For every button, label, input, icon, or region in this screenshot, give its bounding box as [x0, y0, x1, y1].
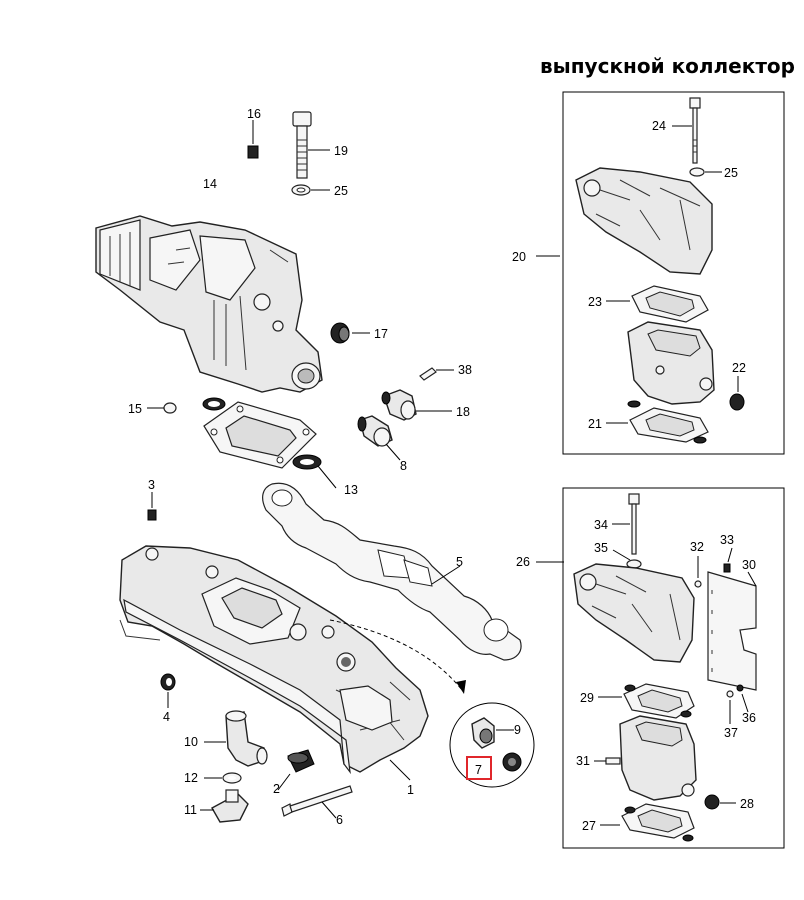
callout-10: 10 [184, 735, 198, 749]
callout-20: 20 [512, 250, 526, 264]
callout-30: 30 [742, 558, 756, 572]
callout-29: 29 [580, 691, 594, 705]
part-13-gasket [202, 397, 337, 489]
part-19-bolt [292, 111, 330, 179]
part-8-hose-fitting [357, 415, 401, 461]
callout-24: 24 [652, 119, 666, 133]
highlight-box-7 [466, 756, 492, 780]
callout-35: 35 [594, 541, 608, 555]
callout-17: 17 [374, 327, 388, 341]
callout-34: 34 [594, 518, 608, 532]
callout-3: 3 [148, 478, 155, 492]
inset-frame-bottom [562, 487, 785, 849]
callout-13: 13 [344, 483, 358, 497]
callout-25-inset: 25 [724, 166, 738, 180]
callout-7: 7 [475, 763, 482, 777]
page-title: выпускной коллектор [540, 54, 795, 78]
part-6-bolt [281, 785, 353, 819]
callout-36: 36 [742, 711, 756, 725]
part-18-fitting [381, 389, 452, 421]
part-3-plug [147, 492, 157, 521]
callout-11: 11 [184, 803, 197, 817]
part-2-cap [277, 749, 315, 791]
callout-22: 22 [732, 361, 746, 375]
callout-9: 9 [514, 723, 521, 737]
callout-16: 16 [247, 107, 261, 121]
detail-circle [449, 702, 535, 788]
part-17-cap [330, 322, 370, 344]
callout-23: 23 [588, 295, 602, 309]
callout-19: 19 [334, 144, 348, 158]
callout-38: 38 [458, 363, 472, 377]
part-25-washer-top [291, 184, 330, 196]
callout-25-top: 25 [334, 184, 348, 198]
arrowhead [456, 680, 466, 694]
callout-18: 18 [456, 405, 470, 419]
callout-14: 14 [203, 177, 217, 191]
callout-37: 37 [724, 726, 738, 740]
part-38-fitting [419, 367, 454, 381]
callout-28: 28 [740, 797, 754, 811]
inset-bottom-parts [536, 493, 757, 842]
callout-32: 32 [690, 540, 704, 554]
part-1-exhaust-manifold [119, 545, 429, 781]
inset-top-parts [536, 97, 745, 444]
callout-2: 2 [273, 782, 280, 796]
callout-26: 26 [516, 555, 530, 569]
part-4-plug [160, 673, 176, 708]
dashed-leader [329, 619, 463, 691]
part-12-o-ring [204, 772, 242, 784]
part-16-plug [247, 120, 259, 159]
callout-12: 12 [184, 771, 198, 785]
part-14-elbow-assembly [95, 215, 323, 393]
inset-frame-top [562, 91, 785, 455]
callout-27: 27 [582, 819, 596, 833]
callout-6: 6 [336, 813, 343, 827]
part-11-drain-fitting [200, 789, 249, 823]
callout-33: 33 [720, 533, 734, 547]
callout-1: 1 [407, 783, 414, 797]
part-15-plug [147, 402, 177, 414]
callout-4: 4 [163, 710, 170, 724]
callout-21: 21 [588, 417, 602, 431]
callout-5: 5 [456, 555, 463, 569]
part-5-manifold-gasket [262, 482, 522, 661]
callout-15: 15 [128, 402, 142, 416]
callout-31: 31 [576, 754, 590, 768]
part-10-tee-fitting [204, 710, 268, 767]
callout-8: 8 [400, 459, 407, 473]
